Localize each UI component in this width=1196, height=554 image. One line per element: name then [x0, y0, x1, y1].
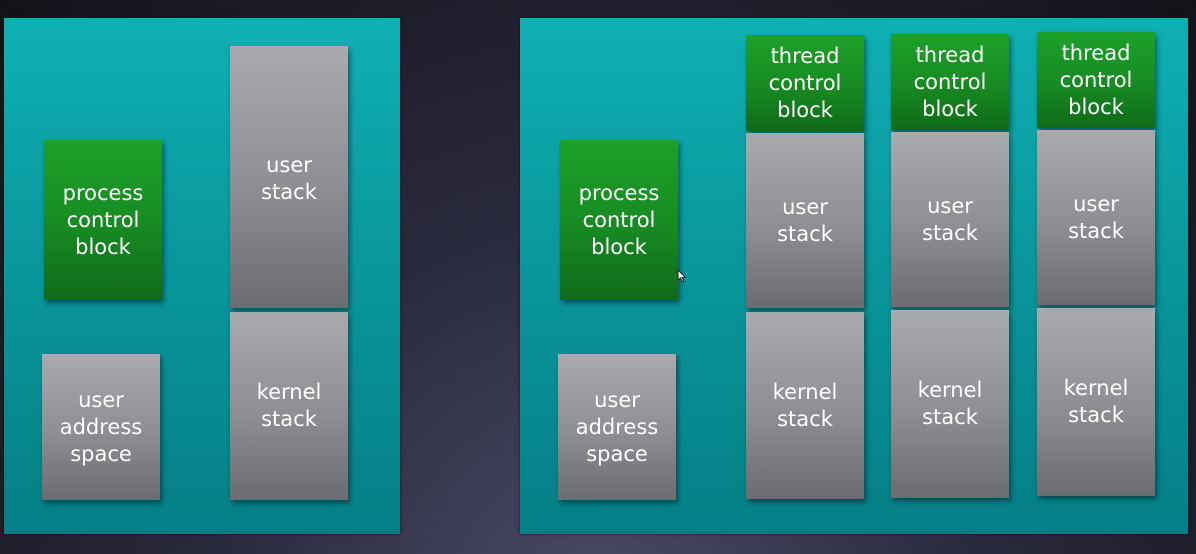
process-control-block: process control block [44, 140, 162, 300]
kernel-stack-label: kernel stack [256, 380, 322, 431]
multi-threaded-process-panel: process control block user address space… [520, 18, 1188, 534]
thread-user-stack-label: user stack [1068, 191, 1124, 243]
process-control-block: process control block [560, 140, 678, 300]
thread-control-block: thread control block [1037, 32, 1155, 128]
user-address-space: user address space [558, 354, 676, 500]
user-address-space-label: user address space [575, 387, 659, 466]
thread-control-block-label: thread control block [1059, 40, 1133, 119]
user-address-space: user address space [42, 354, 160, 500]
thread-kernel-stack: kernel stack [1037, 308, 1155, 496]
process-control-block-label: process control block [578, 180, 660, 259]
single-threaded-process-panel: process control block user address space… [4, 18, 400, 534]
thread-user-stack: user stack [1037, 130, 1155, 305]
thread-kernel-stack: kernel stack [891, 310, 1009, 498]
thread-kernel-stack-label: kernel stack [772, 379, 838, 431]
user-address-space-label: user address space [59, 387, 143, 466]
thread-control-block: thread control block [746, 35, 864, 131]
user-stack: user stack [230, 46, 348, 308]
thread-control-block-label: thread control block [913, 42, 987, 121]
thread-kernel-stack: kernel stack [746, 312, 864, 499]
thread-user-stack: user stack [746, 133, 864, 308]
thread-control-block: thread control block [891, 34, 1009, 130]
thread-kernel-stack-label: kernel stack [917, 378, 983, 429]
thread-control-block-label: thread control block [768, 43, 842, 122]
kernel-stack: kernel stack [230, 312, 348, 500]
thread-user-stack-label: user stack [777, 194, 833, 246]
process-control-block-label: process control block [62, 180, 144, 259]
thread-kernel-stack-label: kernel stack [1063, 376, 1129, 427]
user-stack-label: user stack [261, 153, 317, 204]
thread-user-stack-label: user stack [922, 193, 978, 245]
thread-user-stack: user stack [891, 132, 1009, 307]
mouse-cursor-icon [677, 269, 686, 283]
